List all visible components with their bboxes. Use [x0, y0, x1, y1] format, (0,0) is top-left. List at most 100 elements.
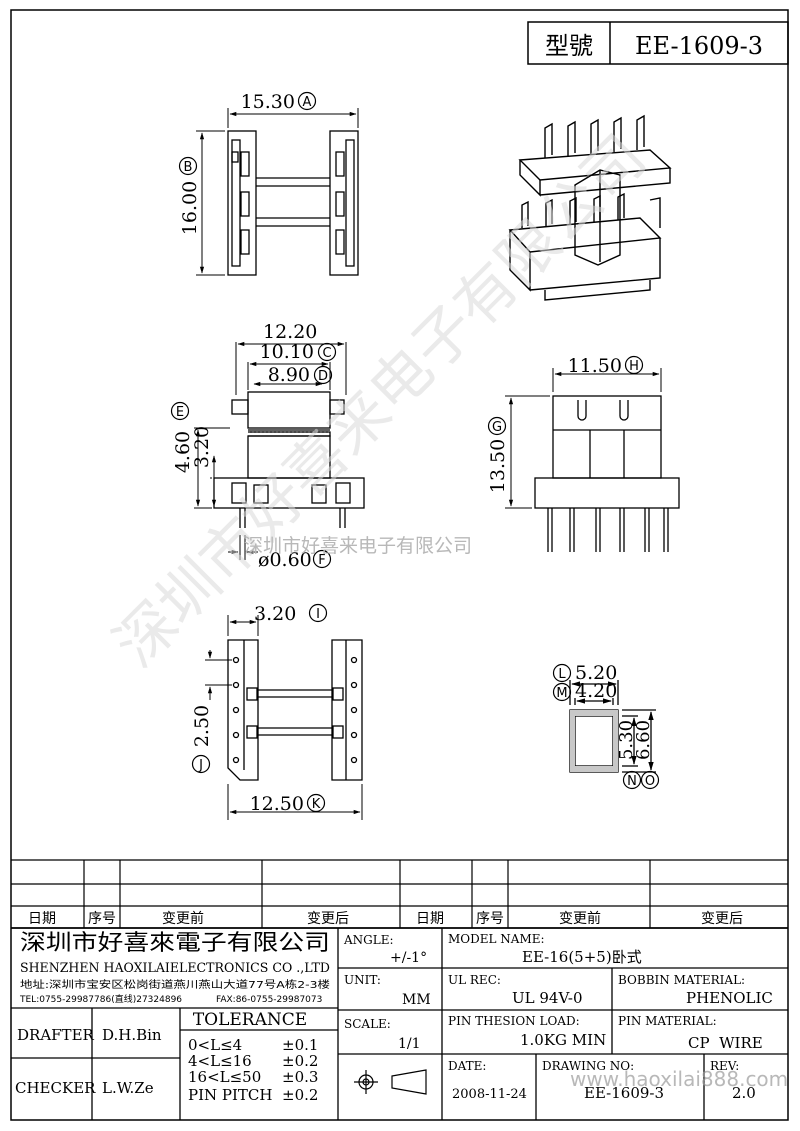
dim-B [196, 130, 225, 276]
scale-label: SCALE: [344, 1017, 391, 1031]
rev-value: 2.0 [732, 1084, 756, 1102]
rev-header-date-2: 日期 [416, 911, 444, 927]
model-value: EE-1609-3 [635, 32, 763, 60]
dim-B-letter: B [184, 160, 193, 175]
side-view [534, 395, 680, 552]
drawing-no-label: DRAWING NO: [542, 1059, 634, 1073]
dim-G-letter: G [492, 420, 502, 435]
dim-C-marker [317, 342, 337, 362]
tolerance-value-1: ±0.1 [282, 1036, 318, 1054]
side-dims [505, 368, 662, 509]
ul-label: UL REC: [448, 973, 501, 987]
company-name-en: SHENZHEN HAOXILAIELECTRONICS CO .,LTD [20, 961, 330, 976]
model-header: 型號 EE-1609-3 [527, 21, 789, 65]
dim-I-marker [308, 603, 328, 623]
dim-H-value: 11.50 [568, 355, 622, 377]
dim-K-marker [306, 793, 326, 813]
model-name-value: EE-16(5+5)卧式 [522, 948, 642, 966]
dim-M-marker [552, 682, 572, 702]
watermark-url: www.haoxilai888.com [570, 1067, 788, 1091]
tolerance-range-3: 16<L≤50 [188, 1068, 261, 1086]
rev-header-after-2: 变更后 [701, 911, 743, 927]
dim-D-value: 8.90 [268, 364, 310, 386]
dim-L-value: 5.20 [575, 662, 617, 684]
dim-D-letter: D [318, 369, 328, 384]
date-value: 2008-11-24 [452, 1087, 527, 1102]
tolerance-value-4: ±0.2 [282, 1086, 318, 1104]
dim-C-value: 10.10 [260, 341, 314, 363]
dim-G-marker [487, 416, 507, 436]
bottom-dims [205, 615, 363, 820]
dim-N-value: 5.30 [616, 720, 637, 760]
dim-F-marker [312, 549, 332, 569]
dim-F-value: ø0.60 [258, 549, 312, 571]
dim-E-value: 4.60 [172, 431, 194, 473]
dim-B-marker [178, 156, 198, 176]
bobbin-label: BOBBIN MATERIAL: [618, 973, 745, 987]
rev-header-before-1: 变更前 [162, 910, 204, 927]
tolerance-range-4: PIN PITCH [188, 1086, 273, 1104]
tolerance-range-2: 4<L≤16 [188, 1052, 252, 1070]
dim-E-letter: E [176, 405, 184, 420]
dim-J-marker [191, 754, 211, 774]
dim-M-letter: M [556, 686, 567, 701]
dim-I-letter: I [316, 607, 320, 622]
dim-M-value: 4.20 [575, 680, 617, 702]
checker-value: L.W.Ze [102, 1079, 154, 1097]
dim-N-letter: N [627, 774, 637, 789]
pin-load-value: 1.0KG MIN [520, 1031, 606, 1049]
dim-F-letter: F [318, 553, 325, 568]
height-inner-value: 3.20 [191, 426, 213, 468]
dim-K-value: 12.50 [250, 793, 304, 815]
rev-header-after-1: 变更后 [307, 911, 349, 927]
pin-load-label: PIN THESION LOAD: [448, 1014, 580, 1028]
angle-value: +/-1° [390, 950, 427, 966]
rev-header-no-2: 序号 [476, 911, 504, 927]
dim-J-letter: J [198, 758, 203, 773]
dim-A-value: 15.30 [241, 91, 295, 113]
company-address: 地址:深圳市宝安区松岗街道燕川燕山大道77号A栋2-3楼 [20, 978, 330, 991]
pin-material-label: PIN MATERIAL: [618, 1014, 717, 1028]
dim-E-marker [170, 401, 190, 421]
dim-O-letter: O [645, 774, 655, 789]
tolerance-value-3: ±0.3 [282, 1068, 318, 1086]
unit-value: MM [402, 992, 431, 1008]
rev-header-no-1: 序号 [88, 911, 116, 927]
rev-header-before-2: 变更前 [559, 910, 601, 927]
bobbin-value: PHENOLIC [686, 989, 773, 1007]
dim-A-letter: A [303, 95, 312, 110]
ul-value: UL 94V-0 [512, 989, 583, 1007]
tolerance-title: TOLERANCE [193, 1010, 307, 1030]
model-label: 型號 [545, 32, 593, 60]
dim-H-marker [624, 355, 644, 375]
dim-A-marker [297, 91, 317, 111]
pin-material-value: CP WIRE [688, 1034, 763, 1052]
scale-value: 1/1 [398, 1036, 421, 1052]
bottom-view [227, 639, 363, 781]
dim-J-value: 2.50 [191, 705, 213, 747]
dim-A [227, 108, 359, 128]
overall-width-value: 12.20 [263, 321, 317, 343]
dim-N-marker [622, 770, 642, 790]
dim-L-letter: L [558, 667, 566, 682]
watermark-horizontal: 深圳市好喜来电子有限公司 [244, 535, 472, 557]
projection-symbol [354, 1069, 427, 1095]
top-view [227, 130, 359, 276]
dim-H-letter: H [629, 359, 639, 374]
dim-B-value: 16.00 [179, 181, 201, 235]
title-block [11, 928, 788, 1120]
unit-label: UNIT: [344, 973, 381, 987]
dim-D-marker [313, 365, 333, 385]
rev-header-date-1: 日期 [28, 911, 56, 927]
drawing-frame [10, 9, 789, 1121]
tolerance-value-2: ±0.2 [282, 1052, 318, 1070]
tolerance-range-1: 0<L≤4 [188, 1036, 242, 1054]
isometric-view [508, 114, 672, 301]
model-name-label: MODEL NAME: [448, 932, 545, 946]
dim-C-letter: C [322, 346, 331, 361]
dim-O-value: 6.60 [633, 720, 654, 760]
dim-G-value: 13.50 [487, 439, 509, 493]
drawing-no-value: EE-1609-3 [584, 1084, 664, 1102]
company-tel: TEL:0755-29987786(直线)27324896 [19, 993, 182, 1005]
